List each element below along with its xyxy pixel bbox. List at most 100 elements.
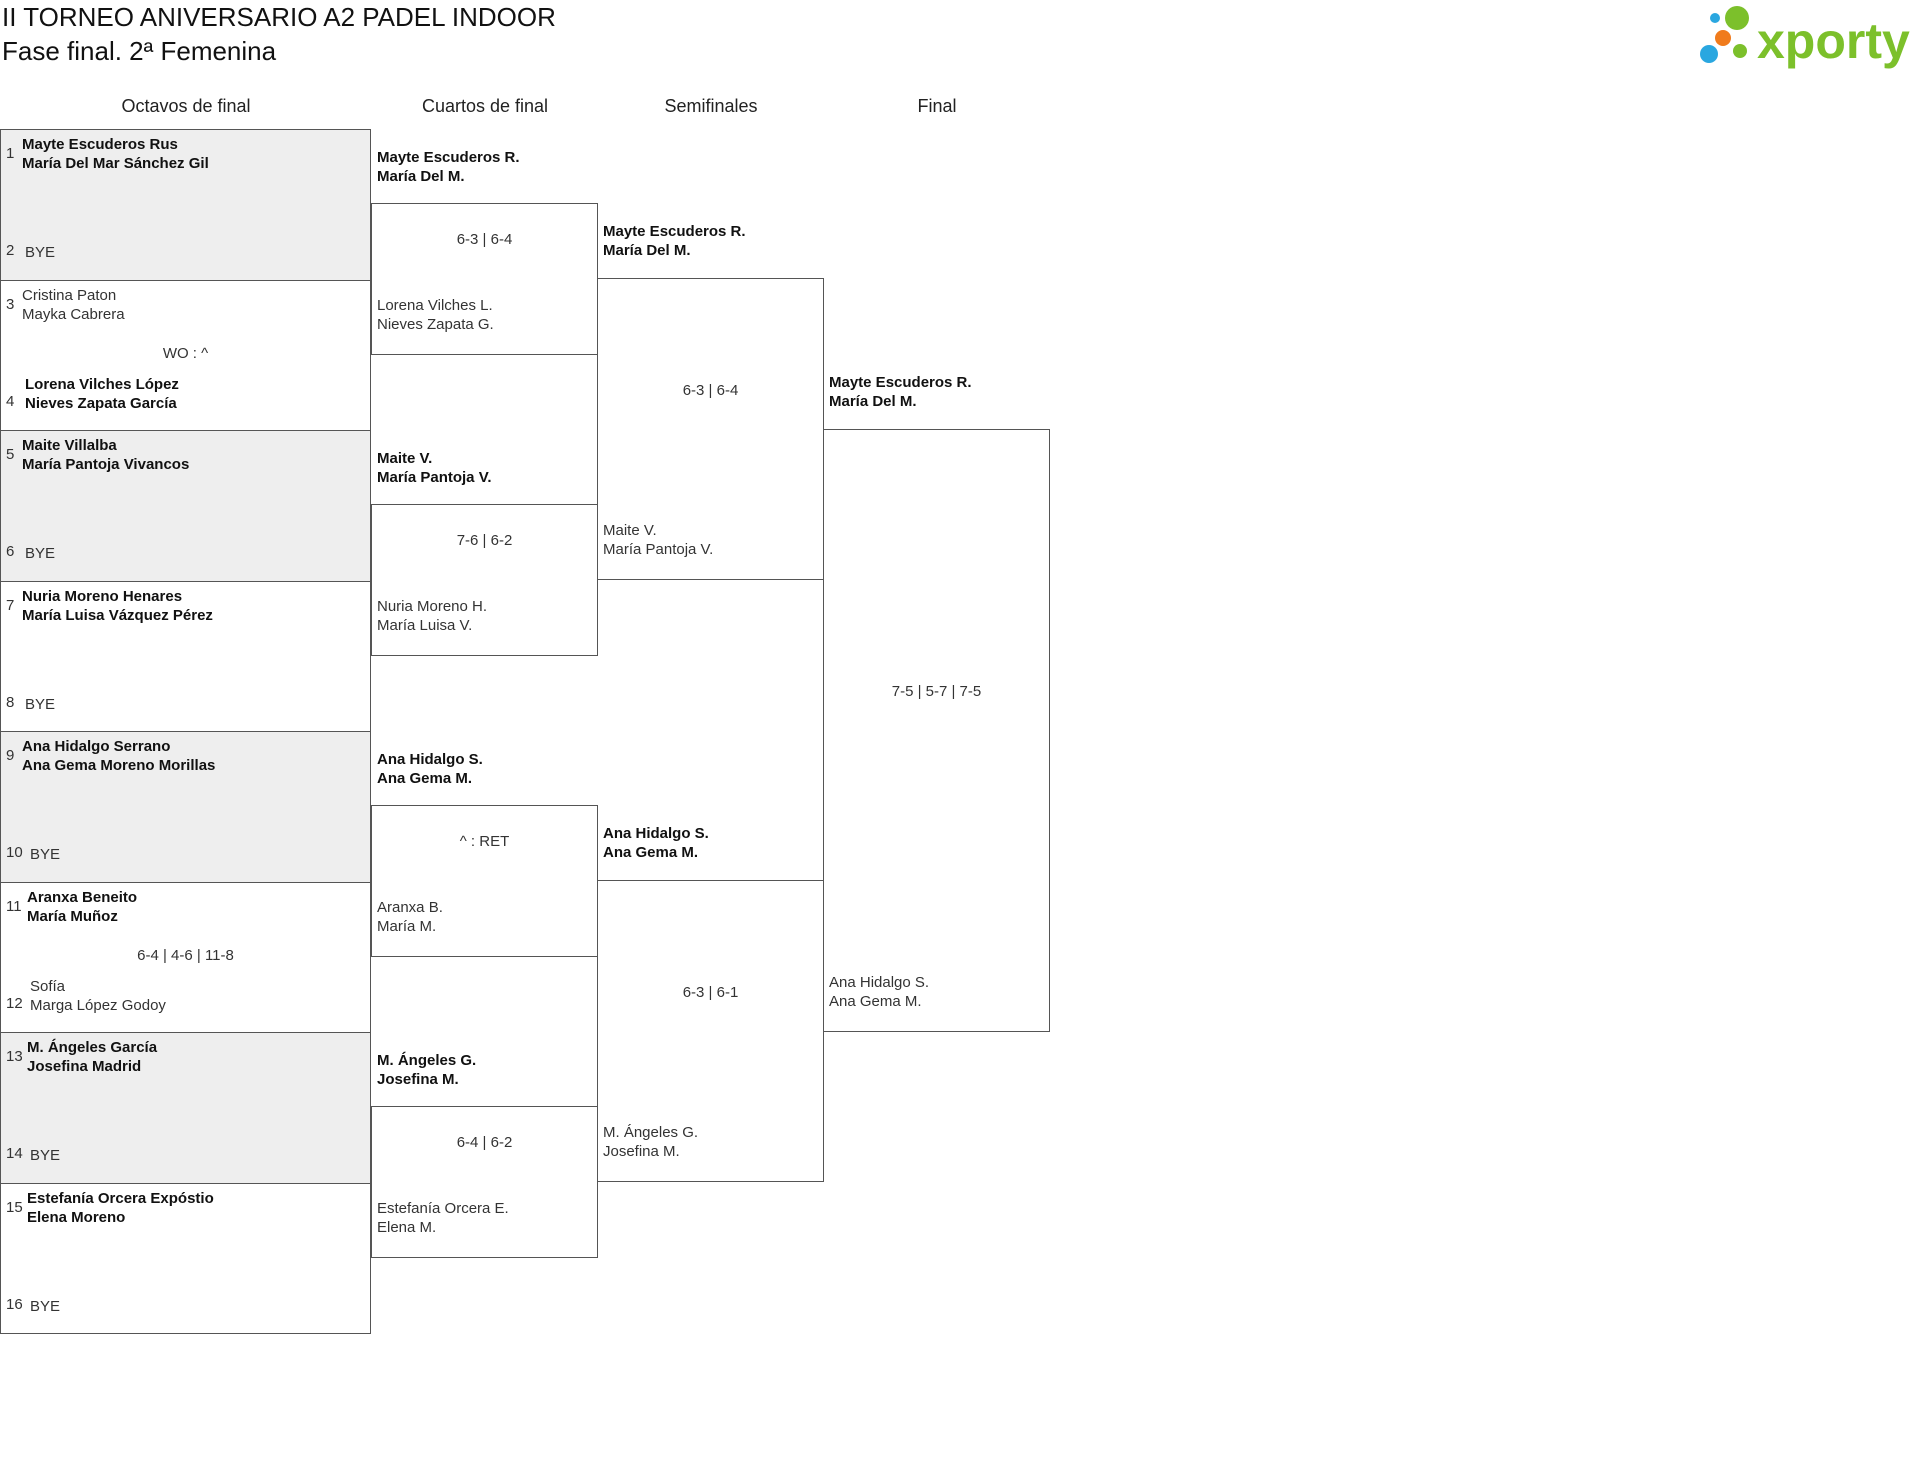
match-score: 6-4 | 4-6 | 11-8 (137, 946, 234, 964)
team-name[interactable]: Mayte Escuderos R. (377, 149, 520, 166)
round-header-semifinales: Semifinales (664, 96, 758, 116)
team-name[interactable]: Lorena Vilches L. (377, 297, 493, 314)
logo-dot-green-small (1733, 44, 1747, 58)
seed-number: 8 (6, 693, 15, 711)
team-name[interactable]: María Del M. (829, 393, 917, 410)
match-score: 6-3 | 6-4 (456, 231, 513, 248)
team-name[interactable]: Ana Hidalgo S. (829, 974, 930, 991)
team-name[interactable]: Ana Hidalgo S. (603, 825, 709, 842)
seed-number: 14 (6, 1145, 23, 1162)
round-header-octavos: Octavos de final (121, 96, 251, 116)
team-name[interactable]: María Luisa Vázquez Pérez (22, 606, 213, 624)
logo-dot-green (1725, 6, 1749, 30)
team-name[interactable]: Elena Moreno (27, 1208, 126, 1226)
seed-number: 9 (6, 747, 15, 764)
logo-dot-blue-small (1710, 13, 1720, 23)
seed-number: 13 (6, 1048, 23, 1065)
match-box-octavos (0, 129, 371, 281)
team-name[interactable]: María Pantoja V. (603, 541, 714, 558)
team-name[interactable]: BYE (30, 1147, 61, 1164)
match-box-cuartos (371, 1106, 598, 1258)
team-name[interactable]: Maite V. (603, 522, 657, 539)
team-name[interactable]: Maite V. (377, 450, 433, 467)
team-name[interactable]: María Muñoz (27, 907, 118, 925)
team-name[interactable]: Josefina M. (603, 1143, 680, 1160)
team-name[interactable]: Josefina Madrid (27, 1058, 142, 1075)
team-name[interactable]: M. Ángeles García (27, 1039, 158, 1056)
team-name[interactable]: Mayte Escuderos Rus (22, 136, 178, 153)
match-box-octavos (0, 1032, 371, 1184)
team-name[interactable]: María Del M. (377, 168, 465, 185)
seed-number: 16 (6, 1295, 23, 1313)
team-name[interactable]: Ana Gema Moreno Morillas (22, 757, 216, 774)
logo-dot-blue (1700, 45, 1718, 63)
match-score: 7-6 | 6-2 (456, 532, 513, 549)
team-name[interactable]: Aranxa B. (377, 899, 443, 916)
team-name[interactable]: Estefanía Orcera Expóstio (27, 1189, 214, 1207)
team-name[interactable]: Ana Gema M. (829, 993, 922, 1010)
team-name[interactable]: Cristina Paton (22, 286, 117, 304)
xporty-logo: xporty (1700, 6, 1910, 69)
team-name[interactable]: Estefanía Orcera E. (377, 1200, 509, 1217)
match-box-cuartos (371, 504, 598, 656)
team-name[interactable]: Elena M. (377, 1219, 437, 1236)
seed-number: 5 (6, 446, 15, 463)
team-name[interactable]: María M. (377, 918, 437, 935)
team-name[interactable]: María Luisa V. (377, 617, 473, 634)
logo-dot-orange (1715, 30, 1731, 46)
team-name[interactable]: BYE (30, 1297, 61, 1315)
team-name[interactable]: Maite Villalba (22, 437, 117, 454)
team-name[interactable]: Nieves Zapata G. (377, 316, 494, 333)
round-header-cuartos: Cuartos de final (421, 96, 549, 116)
match-score: 6-3 | 6-1 (682, 984, 739, 1001)
seed-number: 12 (6, 994, 23, 1012)
round-header-final: Final (917, 96, 957, 116)
team-name[interactable]: Ana Hidalgo Serrano (22, 738, 171, 755)
team-name[interactable]: BYE (25, 545, 56, 562)
match-box-octavos (0, 731, 371, 883)
team-name[interactable]: Nuria Moreno Henares (22, 587, 183, 605)
team-name[interactable]: María Del Mar Sánchez Gil (22, 155, 209, 172)
team-name[interactable]: María Pantoja Vivancos (22, 456, 190, 473)
seed-number: 3 (6, 295, 15, 313)
team-name[interactable]: Ana Gema M. (603, 844, 699, 861)
seed-number: 7 (6, 596, 15, 614)
match-score: ^ : RET (459, 833, 510, 850)
match-box-final (823, 429, 1050, 1032)
tournament-subtitle: Fase final. 2ª Femenina (2, 36, 277, 66)
match-score: WO : ^ (162, 344, 209, 362)
seed-number: 11 (6, 897, 22, 915)
team-name[interactable]: Marga López Godoy (30, 996, 166, 1014)
team-name[interactable]: Mayka Cabrera (22, 305, 125, 323)
seed-number: 6 (6, 543, 15, 560)
seed-number: 2 (6, 242, 15, 259)
team-name[interactable]: Nuria Moreno H. (377, 598, 488, 615)
team-name[interactable]: M. Ángeles G. (377, 1052, 477, 1069)
match-box-octavos (0, 430, 371, 582)
team-name[interactable]: Aranxa Beneito (27, 888, 138, 906)
team-name[interactable]: Mayte Escuderos R. (829, 374, 972, 391)
team-name[interactable]: BYE (30, 846, 61, 863)
team-name[interactable]: Sofía (30, 977, 66, 995)
seed-number: 15 (6, 1198, 23, 1216)
team-name[interactable]: BYE (25, 695, 56, 713)
seed-number: 4 (6, 392, 15, 410)
tournament-title: II TORNEO ANIVERSARIO A2 PADEL INDOOR (2, 2, 556, 32)
match-score: 6-3 | 6-4 (682, 382, 739, 399)
match-box-octavos (0, 1182, 371, 1334)
team-name[interactable]: Mayte Escuderos R. (603, 223, 746, 240)
team-name[interactable]: Ana Hidalgo S. (377, 751, 483, 768)
team-name[interactable]: María Del M. (603, 242, 691, 259)
team-name[interactable]: Ana Gema M. (377, 770, 473, 787)
logo-text: xporty (1757, 13, 1910, 69)
team-name[interactable]: BYE (25, 244, 56, 261)
match-score: 7-5 | 5-7 | 7-5 (891, 683, 982, 700)
team-name[interactable]: M. Ángeles G. (603, 1124, 699, 1141)
team-name[interactable]: Lorena Vilches López (25, 375, 179, 393)
seed-number: 1 (6, 145, 15, 162)
team-name[interactable]: Josefina M. (377, 1071, 459, 1088)
match-score: 6-4 | 6-2 (456, 1134, 513, 1151)
team-name[interactable]: María Pantoja V. (377, 469, 492, 486)
team-name[interactable]: Nieves Zapata García (25, 394, 177, 412)
seed-number: 10 (6, 844, 23, 861)
